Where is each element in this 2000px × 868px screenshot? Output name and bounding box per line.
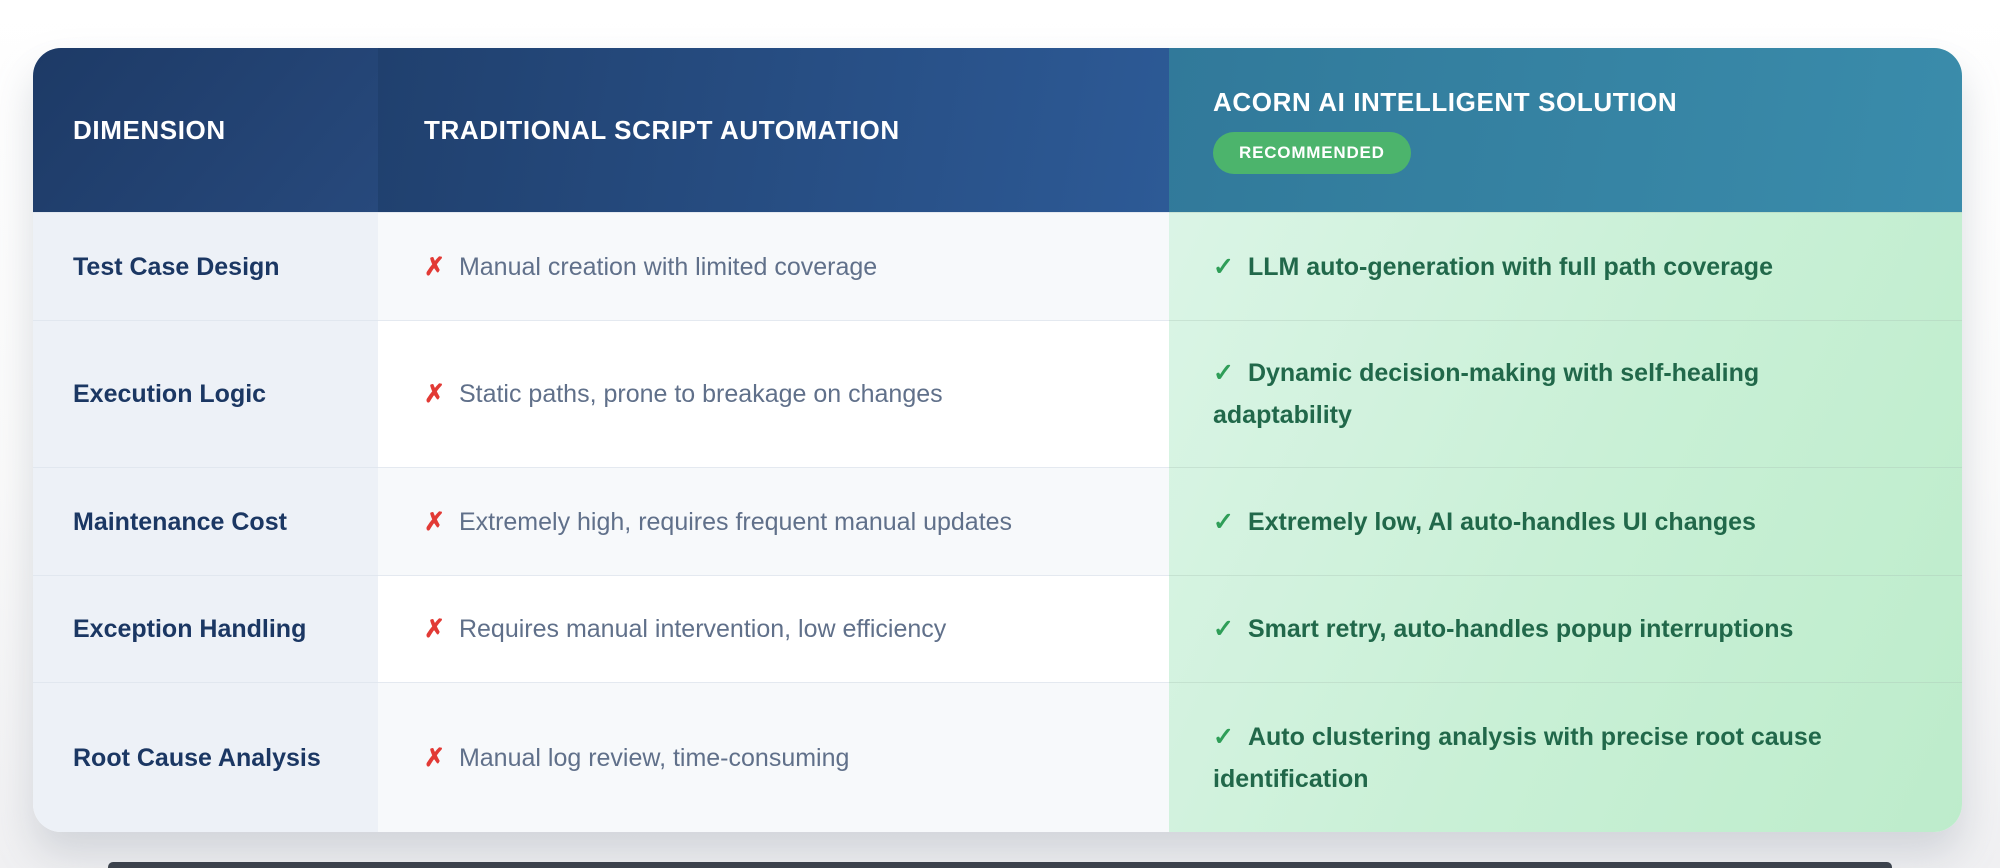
dimension-label: Test Case Design: [73, 252, 280, 281]
dimension-label: Execution Logic: [73, 380, 267, 408]
cross-icon: ✗: [424, 252, 445, 281]
traditional-text: Extremely high, requires frequent manual…: [458, 507, 1013, 536]
acorn-text: Dynamic decision-making with self-healin…: [1213, 359, 1760, 429]
header-label-traditional: TRADITIONAL SCRIPT AUTOMATION: [424, 114, 900, 145]
check-icon: ✓: [1213, 359, 1234, 387]
header-label-dimension: DIMENSION: [73, 114, 226, 145]
acorn-text: Auto clustering analysis with precise ro…: [1213, 722, 1822, 793]
table-cell-acorn: ✓Dynamic decision-making with self-heali…: [1169, 320, 1962, 467]
column-acorn: ACORN AI INTELLIGENT SOLUTION RECOMMENDE…: [1169, 48, 1962, 832]
traditional-text: Manual log review, time-consuming: [458, 743, 850, 772]
bottom-edge-bar: [108, 862, 1892, 868]
acorn-text: Extremely low, AI auto-handles UI change…: [1247, 507, 1756, 536]
table-cell-acorn: ✓ LLM auto-generation with full path cove…: [1169, 212, 1962, 320]
table-cell-acorn: ✓Auto clustering analysis with precise r…: [1169, 682, 1962, 832]
check-icon: ✓: [1213, 252, 1234, 281]
traditional-text: Static paths, prone to breakage on chang…: [458, 380, 943, 408]
recommended-badge: RECOMMENDED: [1213, 131, 1411, 174]
dimension-label: Root Cause Analysis: [73, 743, 321, 772]
table-row-label: Exception Handling: [33, 575, 378, 682]
table-cell-traditional: ✗ Static paths, prone to breakage on chan…: [378, 320, 1169, 467]
traditional-text: Requires manual intervention, low effici…: [458, 615, 947, 643]
table-row-label: Execution Logic: [33, 320, 378, 467]
acorn-text: LLM auto-generation with full path cover…: [1247, 252, 1773, 281]
cross-icon: ✗: [424, 507, 445, 536]
table-cell-traditional: ✗ Manual log review, time-consuming: [378, 682, 1169, 832]
table-row-label: Test Case Design: [33, 212, 378, 320]
cross-icon: ✗: [424, 743, 445, 772]
table-row-label: Root Cause Analysis: [33, 682, 378, 832]
dimension-label: Exception Handling: [73, 615, 307, 643]
cross-icon: ✗: [424, 615, 445, 643]
table-cell-acorn: ✓ Smart retry, auto-handles popup interru…: [1169, 575, 1962, 682]
check-icon: ✓: [1213, 722, 1234, 751]
column-traditional: TRADITIONAL SCRIPT AUTOMATION ✗ Manual cr…: [378, 48, 1169, 832]
dimension-label: Maintenance Cost: [73, 507, 287, 536]
table-cell-traditional: ✗ Requires manual intervention, low effic…: [378, 575, 1169, 682]
header-cell-dimension: DIMENSION: [33, 48, 378, 212]
column-dimension: DIMENSION Test Case Design Execution Log…: [33, 48, 378, 832]
comparison-table: DIMENSION Test Case Design Execution Log…: [33, 48, 1962, 832]
table-cell-acorn: ✓ Extremely low, AI auto-handles UI chang…: [1169, 467, 1962, 575]
table-cell-traditional: ✗ Extremely high, requires frequent manua…: [378, 467, 1169, 575]
table-cell-traditional: ✗ Manual creation with limited coverage: [378, 212, 1169, 320]
check-icon: ✓: [1213, 615, 1234, 643]
header-cell-traditional: TRADITIONAL SCRIPT AUTOMATION: [378, 48, 1169, 212]
cross-icon: ✗: [424, 380, 445, 408]
acorn-text: Smart retry, auto-handles popup interrup…: [1247, 615, 1794, 643]
traditional-text: Manual creation with limited coverage: [458, 252, 878, 281]
table-row-label: Maintenance Cost: [33, 467, 378, 575]
check-icon: ✓: [1213, 507, 1234, 536]
header-label-acorn: ACORN AI INTELLIGENT SOLUTION: [1213, 86, 1678, 117]
header-cell-acorn: ACORN AI INTELLIGENT SOLUTION RECOMMENDE…: [1169, 48, 1962, 212]
